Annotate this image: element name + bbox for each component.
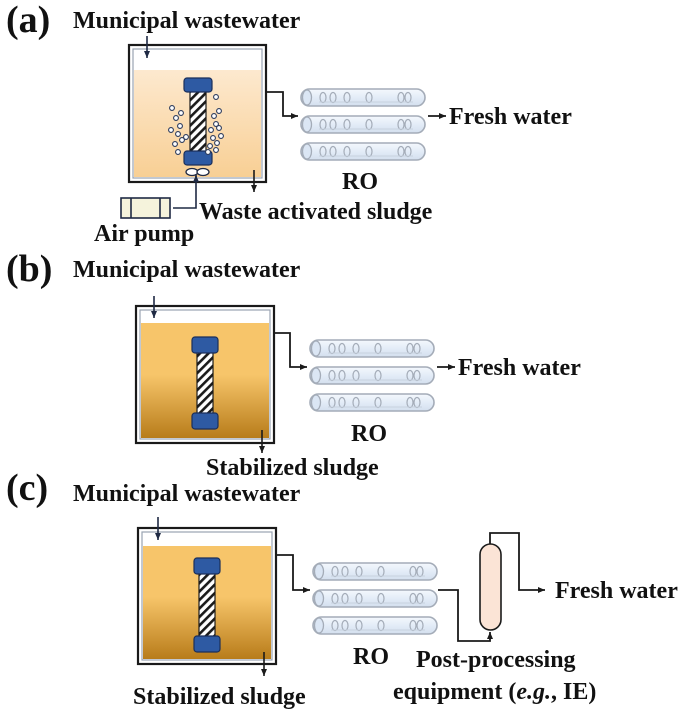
air-bubbles [168,94,224,155]
post-to-product-line [489,532,545,593]
product-label-b: Fresh water [458,355,581,381]
ro-tube [309,366,435,385]
bubble [211,113,217,119]
bubble [179,137,185,143]
post-processing-label-line1: Post-processing [416,647,576,673]
membrane-module-c [193,557,221,653]
panel-label-a: (a) [6,0,50,41]
bubble [213,94,219,100]
ro-tube [312,562,438,581]
ro-tube [309,339,435,358]
influent-label-b: Municipal wastewater [73,257,301,283]
influent-label-a: Municipal wastewater [73,8,301,34]
ro-label-c: RO [353,644,389,670]
bubble [207,143,213,149]
air-line [173,176,197,209]
air-pump [120,197,171,219]
ro-tube [312,589,438,608]
bubble [169,105,175,111]
bubble [178,110,184,116]
air-pump-label: Air pump [94,221,194,247]
air-diffuser [185,167,210,177]
bubble [173,115,179,121]
panel-label-c: (c) [6,467,48,509]
ro-modules-a [300,88,426,161]
bubble [218,133,224,139]
bubble [183,134,189,140]
bubble [175,131,181,137]
influent-label-c: Municipal wastewater [73,481,301,507]
ro-modules-b [309,339,435,412]
ro-label-b: RO [351,421,387,447]
ro-tube [309,393,435,412]
ro-to-post-line [438,589,493,642]
bubble [168,127,174,133]
panel-a: (a) Municipal wastewater [6,0,572,247]
bubble [208,127,214,133]
ro-modules-c [312,562,438,635]
bubble [213,121,219,127]
permeate-line-c [276,554,310,593]
ro-tube [300,142,426,161]
bubble [216,108,222,114]
membrane-module-a [183,77,213,166]
sludge-label-b: Stabilized sludge [206,455,379,481]
bubble [172,141,178,147]
bubble [213,147,219,153]
ro-tube [300,115,426,134]
ro-tube [300,88,426,107]
bubble [205,149,211,155]
product-label-c: Fresh water [555,578,678,604]
permeate-line-b [274,332,307,370]
membrane-cap-top [183,77,213,93]
bubble [216,125,222,131]
panel-label-b: (b) [6,248,52,290]
bubble [177,123,183,129]
post-processing-label-line2: equipment (e.g., IE) [393,679,596,705]
panel-b: (b) Municipal wastewater Stabilized slud… [6,248,581,481]
sludge-label-c: Stabilized sludge [133,684,306,710]
membrane-cap-bottom [183,150,213,166]
product-label-a: Fresh water [449,104,572,130]
panel-c: (c) Municipal wastewater Stabilized slud… [6,467,678,710]
sludge-label-a: Waste activated sludge [199,199,433,225]
ro-label-a: RO [342,169,378,195]
membrane-module-b [191,336,219,430]
ro-tube [312,616,438,635]
post-processing-vessel [479,543,502,631]
bubble [210,135,216,141]
permeate-line-a [266,91,298,119]
bubble [175,149,181,155]
bubble [214,140,220,146]
